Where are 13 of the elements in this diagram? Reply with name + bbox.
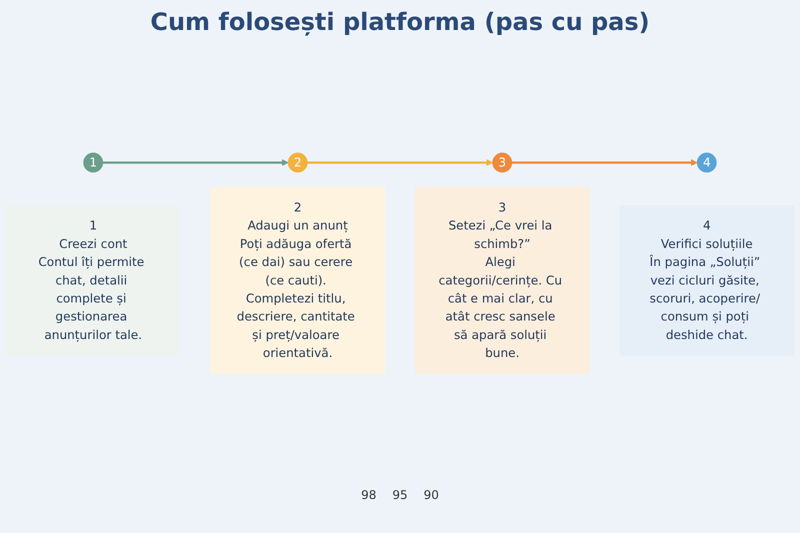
title: Cum folosești platforma (pas cu pas) xyxy=(149,8,651,36)
node-box: 2 Adaugi un anunț Poți adăuga ofertă (ce dai) sau cerere (ce cauti). Completezi titlu, descriere, cantitate și preț/valoare orientativă. xyxy=(210,186,386,374)
node-circle: 4 xyxy=(696,152,717,172)
score-number: 90 xyxy=(424,488,439,502)
arrow xyxy=(102,158,288,166)
node-box: 3 Setezi „Ce vrei la schimb?” Alegi categorii/cerințe. Cu cât e mai clar, cu atât cresc sansele să apară soluții bune. xyxy=(414,186,590,374)
node-circle: 3 xyxy=(492,152,512,172)
node-circle: 2 xyxy=(288,152,308,172)
arrow xyxy=(512,158,698,166)
score-number: 98 xyxy=(361,488,376,502)
score-number: 95 xyxy=(392,488,408,502)
arrow xyxy=(307,158,494,166)
node-circle: 1 xyxy=(83,152,104,172)
